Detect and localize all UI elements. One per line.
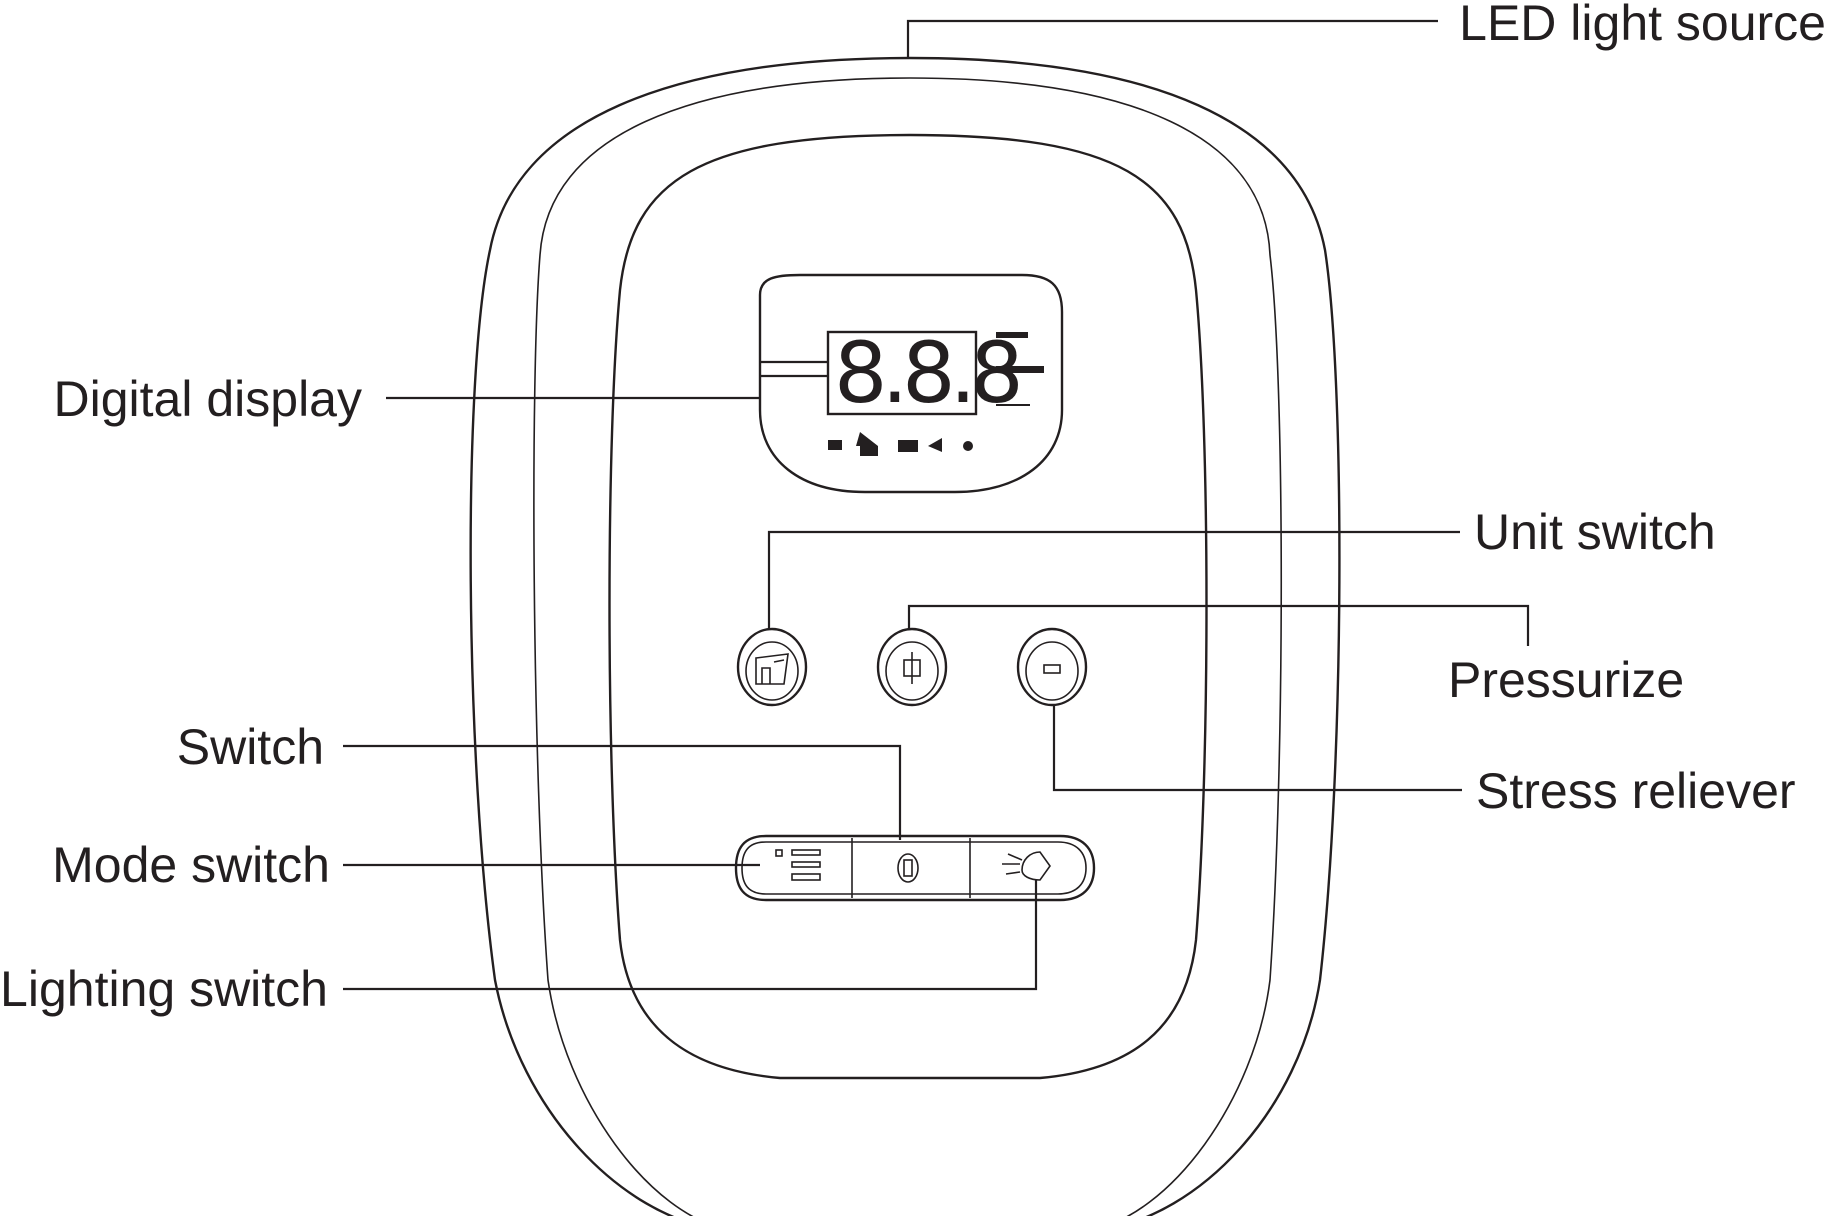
status-dot-icon: [963, 441, 973, 451]
display-bar-middle: [996, 366, 1044, 373]
display-digits: 8.8.8: [834, 324, 1018, 422]
outer-shell: [469, 56, 1341, 1216]
digit-window: [826, 330, 978, 416]
callout-labels: LED light source Digital display Unit sw…: [0, 0, 1826, 1017]
display-status-icons: [828, 432, 973, 456]
mode-icon: [775, 849, 821, 881]
control-bar: [734, 834, 1096, 902]
control-bar-inner: [741, 841, 1087, 895]
status-square-icon: [828, 440, 842, 450]
lighting-switch-button[interactable]: [972, 840, 1084, 896]
mode-switch-button[interactable]: [744, 840, 850, 896]
power-icon: [897, 853, 919, 883]
status-house-icon: [856, 432, 878, 456]
device-body: [469, 56, 1341, 1216]
label-mode-switch: Mode switch: [52, 837, 330, 893]
control-bar-outline: [734, 834, 1096, 902]
status-arrow-icon: [928, 438, 942, 452]
power-switch-button[interactable]: [854, 840, 968, 896]
leader-lines: [343, 19, 1530, 991]
light-bulb-icon: [1002, 851, 1051, 881]
label-switch: Switch: [177, 719, 324, 775]
leader-led-light-source: [906, 19, 1438, 58]
inner-panel: [608, 133, 1208, 1080]
label-led-light-source: LED light source: [1459, 0, 1826, 51]
label-pressurize: Pressurize: [1448, 652, 1684, 708]
unit-switch-button[interactable]: [736, 627, 808, 707]
stress-reliever-button[interactable]: [1016, 627, 1088, 707]
label-digital-display: Digital display: [54, 371, 362, 427]
outer-shell-inner-line: [533, 77, 1283, 1216]
label-lighting-switch: Lighting switch: [0, 961, 328, 1017]
leader-switch: [343, 744, 902, 840]
unit-icon: [755, 653, 789, 685]
plus-icon: [903, 652, 921, 684]
leader-unit-switch[interactable]: [767, 530, 1460, 630]
minus-icon: [1043, 664, 1061, 674]
display-bezel: [758, 273, 1064, 494]
leader-stress-reliever: [1052, 705, 1462, 792]
label-stress-reliever: Stress reliever: [1476, 763, 1796, 819]
display-bar-top: [996, 332, 1028, 338]
label-unit-switch: Unit switch: [1474, 504, 1716, 560]
leader-pressurize: [907, 604, 1530, 646]
pressurize-button[interactable]: [876, 627, 948, 707]
display-bar-bottom: [996, 404, 1030, 406]
status-flag-icon: [898, 440, 918, 452]
leader-lighting-switch: [343, 880, 1038, 991]
digital-display: 8.8.8: [758, 273, 1064, 494]
